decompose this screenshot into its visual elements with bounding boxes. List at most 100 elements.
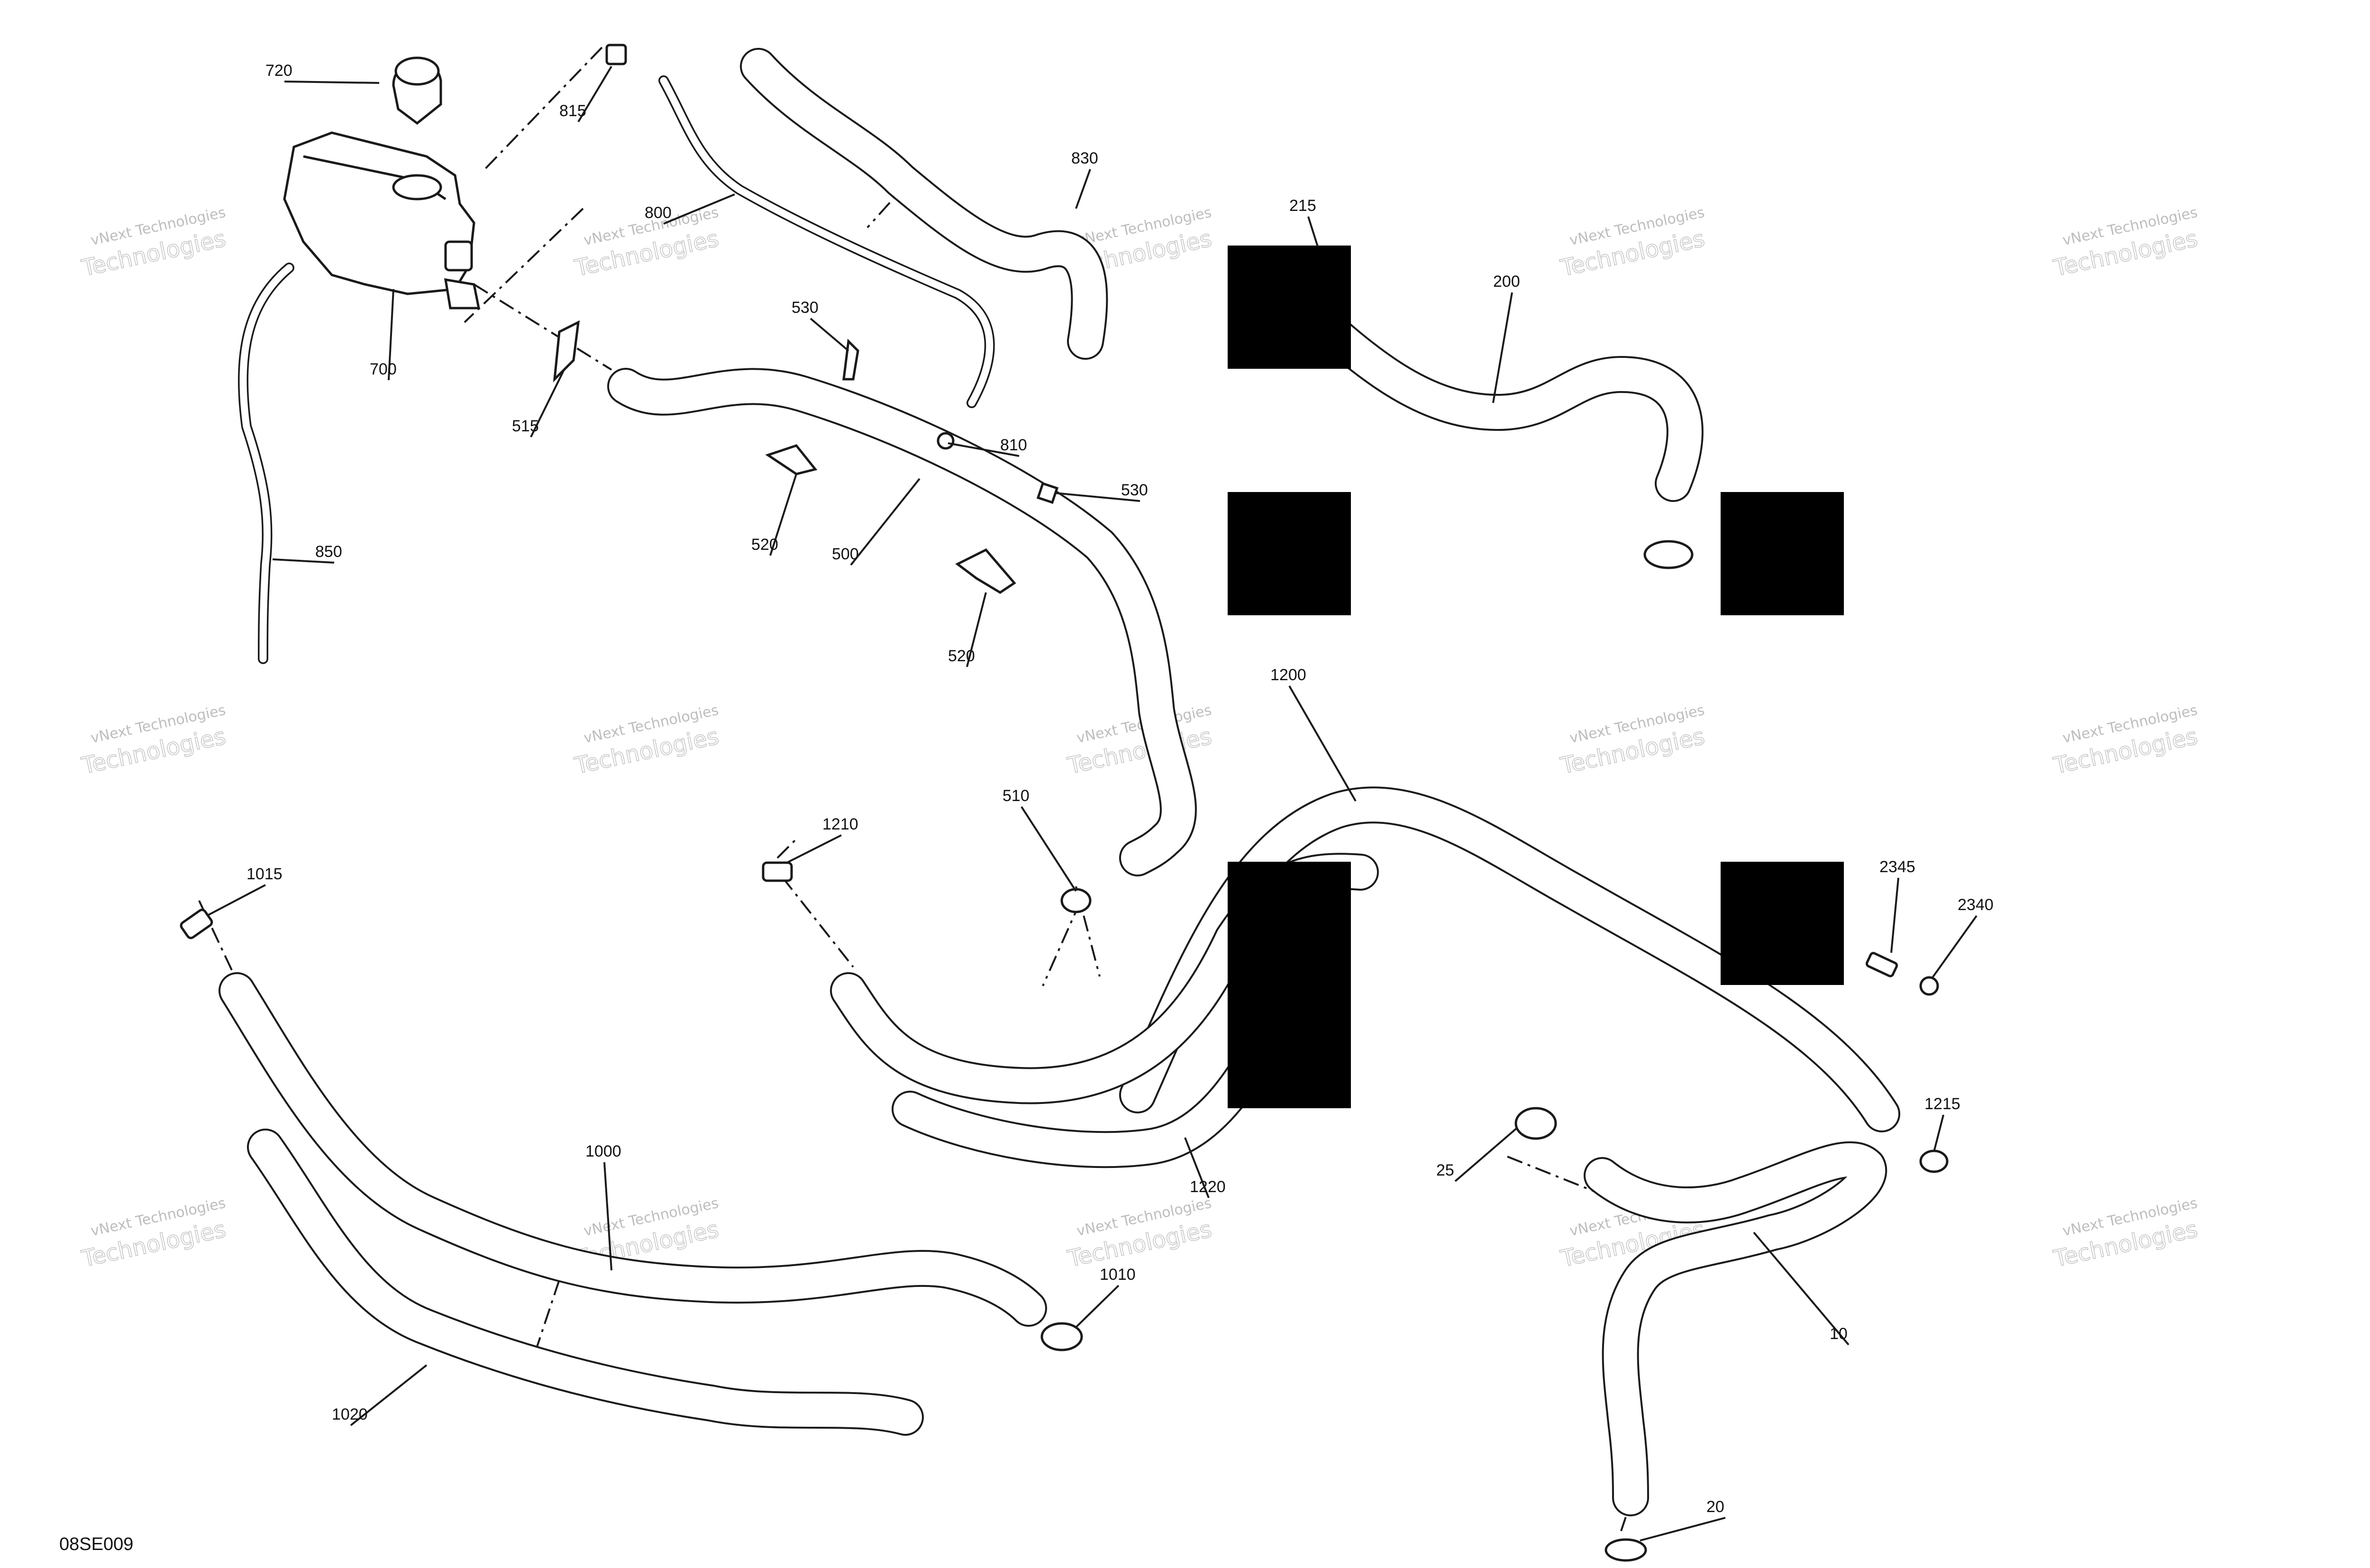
clamp-1215 bbox=[1919, 1149, 1949, 1173]
callout-label: 1010 bbox=[1100, 1266, 1136, 1284]
callout-leader bbox=[284, 81, 380, 84]
callout-leader bbox=[1753, 1231, 1850, 1346]
bracket-520-left bbox=[765, 444, 818, 475]
callout-leader bbox=[1184, 1137, 1210, 1198]
callout-leader bbox=[1054, 492, 1140, 502]
leader-lines bbox=[208, 65, 1978, 1541]
fitting-1210 bbox=[762, 861, 793, 882]
callout-leader bbox=[810, 318, 849, 352]
clamp-25 bbox=[1514, 1107, 1557, 1140]
callout-leader bbox=[1492, 292, 1513, 403]
callout-label: 520 bbox=[948, 647, 975, 665]
callout-label: 10 bbox=[1830, 1325, 1848, 1343]
hose-1200 bbox=[1119, 786, 1900, 1132]
callout-label: 800 bbox=[645, 204, 672, 222]
callout-label: 500 bbox=[832, 545, 859, 563]
callout-label: 2345 bbox=[1879, 858, 1915, 876]
callout-leader bbox=[1640, 1517, 1726, 1541]
clamp-20 bbox=[1604, 1538, 1647, 1562]
callout-leader bbox=[786, 834, 842, 864]
callout-leader bbox=[1075, 169, 1091, 209]
callout-label: 1200 bbox=[1270, 666, 1306, 684]
callout-label: 200 bbox=[1493, 273, 1520, 291]
callout-leader bbox=[1307, 216, 1319, 247]
reservoir-cap bbox=[392, 56, 442, 125]
fitting-815 bbox=[605, 44, 627, 65]
callout-leader bbox=[1454, 1127, 1518, 1182]
callout-label: 530 bbox=[792, 299, 819, 317]
hose-800 bbox=[658, 75, 995, 408]
callout-leader bbox=[1021, 806, 1077, 892]
nut-2340 bbox=[1919, 976, 1939, 996]
callout-leader bbox=[208, 884, 266, 916]
callout-leader bbox=[1890, 877, 1899, 953]
callout-label: 850 bbox=[315, 543, 342, 561]
callout-label: 1210 bbox=[822, 815, 858, 833]
hose-500 bbox=[607, 368, 1197, 876]
fitting-1015 bbox=[180, 909, 213, 939]
hose-830 bbox=[740, 48, 1108, 360]
bracket-520-right bbox=[955, 548, 1016, 594]
diagram-code: 08SE009 bbox=[59, 1534, 133, 1554]
callout-label: 520 bbox=[751, 536, 778, 554]
callout-leader bbox=[388, 289, 394, 381]
callout-label: 515 bbox=[512, 417, 539, 435]
hose-1020 bbox=[247, 1129, 924, 1436]
sensor-2345 bbox=[1865, 952, 1898, 977]
screw-530-upper bbox=[842, 338, 859, 381]
callout-label: 815 bbox=[559, 102, 586, 120]
callout-leader bbox=[530, 369, 565, 438]
screw-530-lower bbox=[1036, 482, 1059, 504]
clamp-810 bbox=[937, 432, 955, 450]
coolant-reservoir bbox=[283, 131, 481, 310]
redaction-block bbox=[1228, 246, 1351, 369]
callout-label: 215 bbox=[1289, 197, 1316, 215]
redaction-block bbox=[1721, 492, 1844, 615]
callout-label: 20 bbox=[1706, 1498, 1724, 1516]
clamp-215 bbox=[1643, 540, 1694, 569]
callout-label: 2340 bbox=[1958, 896, 1994, 914]
callout-leader bbox=[966, 592, 987, 667]
clamp-1010 bbox=[1040, 1322, 1083, 1351]
callout-leader bbox=[663, 193, 735, 225]
callout-label: 720 bbox=[265, 62, 292, 80]
redaction-block bbox=[1228, 492, 1351, 615]
callout-leader bbox=[1288, 685, 1357, 802]
callout-label: 1215 bbox=[1924, 1095, 1960, 1113]
callout-leader bbox=[1075, 1285, 1120, 1328]
callout-labels: 720 815 830 800 215 200 700 515 530 810 530 520 500 5… bbox=[246, 62, 1994, 1516]
callout-label: 1015 bbox=[246, 865, 283, 883]
hose-10 bbox=[1584, 1141, 1887, 1516]
callout-label: 1020 bbox=[332, 1405, 368, 1423]
callout-leader bbox=[272, 558, 335, 564]
hose-1000 bbox=[219, 972, 1047, 1327]
callout-leader bbox=[603, 1162, 612, 1271]
hose-200 bbox=[1238, 247, 1704, 502]
redaction-blocks bbox=[1228, 246, 1844, 1108]
callout-label: 530 bbox=[1121, 481, 1148, 499]
callout-leader bbox=[577, 65, 612, 123]
callout-leader bbox=[1933, 1114, 1944, 1152]
callout-label: 830 bbox=[1071, 149, 1098, 167]
callout-label: 1220 bbox=[1190, 1178, 1226, 1196]
callout-label: 510 bbox=[1003, 787, 1030, 805]
callout-label: 25 bbox=[1436, 1161, 1454, 1179]
bracket-515 bbox=[553, 320, 580, 383]
redaction-block bbox=[1228, 862, 1351, 1108]
callout-label: 700 bbox=[370, 360, 397, 378]
callout-label: 810 bbox=[1000, 436, 1027, 454]
clamp-510 bbox=[1060, 888, 1092, 913]
callout-leader bbox=[948, 442, 1020, 457]
redaction-block bbox=[1721, 862, 1844, 985]
callout-leader bbox=[850, 478, 921, 566]
